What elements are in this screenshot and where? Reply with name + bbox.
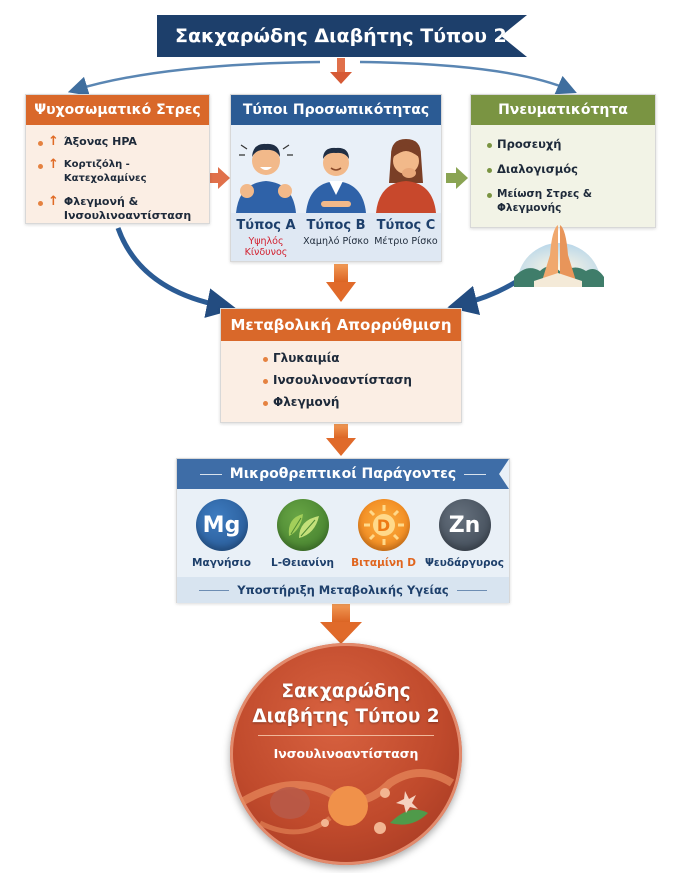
- bullet-icon: [487, 143, 492, 148]
- organs-illustration-icon: [237, 769, 455, 835]
- risk-label: Υψηλός Κίνδυνος: [244, 236, 288, 258]
- divider: [199, 589, 230, 591]
- list-item: Μείωση Στρες & Φλεγμονής: [487, 187, 647, 215]
- top-title-banner: Σακχαρώδης Διαβήτης Τύπου 2: [157, 15, 527, 57]
- divider: [258, 735, 434, 736]
- list-item: Ινσουλινοαντίσταση: [263, 373, 461, 388]
- bullet-icon: [38, 141, 43, 146]
- list-item: Διαλογισμός: [487, 162, 647, 176]
- card-micronutrients: Μικροθρεπτικοί Παράγοντες Mg Μαγνήσιο L-…: [176, 458, 510, 603]
- up-arrow-icon: ↑: [48, 157, 59, 172]
- curve-stress-to-metabolic: [115, 227, 237, 318]
- arc-to-stress: [67, 60, 321, 96]
- arrow-personality-to-spirit: [446, 167, 468, 189]
- arrow-stress-to-personality: [208, 167, 230, 189]
- bullet-icon: [263, 379, 268, 384]
- person-type-c-illustration: [371, 125, 441, 213]
- up-arrow-icon: ↑: [48, 134, 59, 149]
- sun-icon: D: [357, 499, 410, 551]
- nutrient-magnesium: Mg Μαγνήσιο: [182, 499, 262, 577]
- down-arrow-micro: [320, 604, 362, 644]
- person-type-a-illustration: [231, 125, 301, 213]
- divider: [199, 473, 222, 475]
- card-spirit-title: Πνευματικότητα: [471, 95, 655, 125]
- bullet-icon: [38, 164, 43, 169]
- list-item: ↑Άξονας HPA: [38, 135, 201, 149]
- divider: [464, 473, 487, 475]
- card-spirituality: Πνευματικότητα Προσευχή Διαλογισμός Μείω…: [470, 94, 656, 228]
- person-type-b-illustration: [301, 125, 371, 213]
- result-subtitle: Ινσουλινοαντίσταση: [273, 746, 419, 761]
- divider: [456, 589, 487, 591]
- risk-label: Χαμηλό Ρίσκο: [303, 236, 369, 247]
- type-c: Τύπος C Μέτριο Ρίσκο: [371, 213, 441, 261]
- down-arrow-personality: [326, 264, 356, 302]
- type-b: Τύπος B Χαμηλό Ρίσκο: [301, 213, 371, 261]
- praying-hands-icon: [514, 225, 604, 287]
- bullet-icon: [487, 168, 492, 173]
- nutrient-l-theanine: L-Θειανίνη: [263, 499, 343, 577]
- result-circle: Σακχαρώδης Διαβήτης Τύπου 2 Ινσουλινοαντ…: [230, 643, 462, 865]
- magnesium-icon: Mg: [195, 499, 248, 551]
- risk-label: Μέτριο Ρίσκο: [374, 236, 438, 247]
- bullet-icon: [263, 357, 268, 362]
- result-title: Σακχαρώδης Διαβήτης Τύπου 2: [252, 681, 440, 727]
- zinc-icon: Zn: [438, 499, 491, 551]
- card-micro-title: Μικροθρεπτικοί Παράγοντες: [177, 459, 509, 489]
- down-arrow-metabolic: [326, 424, 356, 456]
- top-title: Σακχαρώδης Διαβήτης Τύπου 2: [175, 25, 507, 47]
- list-item: ↑Φλεγμονή & Ινσουλινοαντίσταση: [38, 195, 201, 223]
- up-arrow-icon: ↑: [48, 194, 59, 209]
- card-personality-types: Τύποι Προσωπικότητας: [230, 94, 442, 262]
- card-metabolic-title: Μεταβολική Απορρύθμιση: [221, 309, 461, 341]
- list-item: Φλεγμονή: [263, 395, 461, 410]
- leaf-icon: [276, 499, 329, 551]
- stress-list: ↑Άξονας HPA ↑Κορτιζόλη - Κατεχολαμίνες ↑…: [26, 125, 209, 223]
- card-psychosomatic-stress: Ψυχοσωματικό Στρες ↑Άξονας HPA ↑Κορτιζόλ…: [25, 94, 210, 224]
- list-item: Προσευχή: [487, 137, 647, 151]
- card-metabolic-dysregulation: Μεταβολική Απορρύθμιση Γλυκαιμία Ινσουλι…: [220, 308, 462, 423]
- bullet-icon: [263, 401, 268, 406]
- card-stress-title: Ψυχοσωματικό Στρες: [26, 95, 209, 125]
- spirit-list: Προσευχή Διαλογισμός Μείωση Στρες & Φλεγ…: [471, 125, 655, 215]
- bullet-icon: [38, 201, 43, 206]
- list-item: ↑Κορτιζόλη - Κατεχολαμίνες: [38, 158, 201, 186]
- metabolic-list: Γλυκαιμία Ινσουλινοαντίσταση Φλεγμονή: [221, 341, 461, 410]
- down-arrow-top: [330, 58, 352, 84]
- arc-to-spirit: [359, 60, 577, 95]
- type-a: Τύπος A Υψηλός Κίνδυνος: [231, 213, 301, 261]
- nutrient-vitamin-d: D Βιταμίνη D: [344, 499, 424, 577]
- card-personality-title: Τύποι Προσωπικότητας: [231, 95, 441, 125]
- list-item: Γλυκαιμία: [263, 351, 461, 366]
- nutrient-zinc: Zn Ψευδάργυρος: [425, 499, 505, 577]
- bullet-icon: [487, 193, 492, 198]
- micro-footer: Υποστήριξη Μεταβολικής Υγείας: [177, 577, 509, 603]
